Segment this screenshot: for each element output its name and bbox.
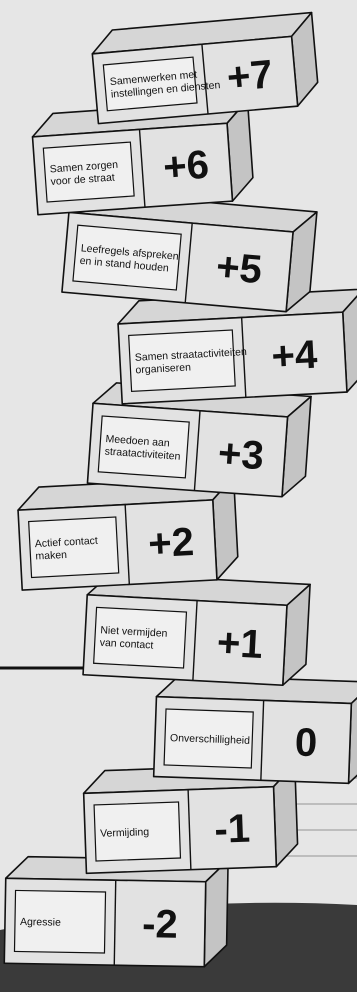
step-label-box [102, 56, 198, 112]
step-label-box [72, 224, 182, 291]
step-value: +5 [214, 244, 263, 292]
step-face-divider [193, 410, 201, 491]
step-label-box [93, 606, 188, 669]
step-value: +6 [162, 143, 211, 190]
step-value: 0 [294, 720, 318, 765]
step-label-line: Vermijding [100, 826, 150, 840]
step-face-divider [124, 504, 131, 585]
step-label-box [93, 801, 182, 862]
step-face-divider [187, 789, 192, 870]
step-value: -1 [214, 807, 251, 852]
step-label-line: Agressie [20, 916, 61, 929]
step-label-line: Onverschilligheid [170, 732, 250, 747]
step-label-line: van contact [99, 637, 153, 652]
step-value: +4 [270, 333, 319, 379]
step-face-divider [138, 129, 146, 208]
step-label-box [42, 141, 135, 203]
step-value: +1 [216, 621, 264, 667]
step-label-line: straatactiviteiten [104, 445, 181, 462]
step-value: +2 [147, 520, 195, 566]
step-value: +3 [217, 431, 266, 478]
step-label-line: Samen zorgen [49, 159, 118, 176]
step-label-line: voor de straat [50, 172, 115, 188]
step-label-line: organiseren [135, 361, 191, 376]
step-label-line: Samen straatactiviteiten [135, 346, 248, 364]
step-label-box [13, 889, 107, 954]
step-face-divider [240, 317, 247, 398]
step-label-line: Actief contact [35, 535, 99, 550]
step-label-box [163, 708, 254, 769]
step-face-divider [260, 700, 265, 781]
step-label-box [97, 415, 190, 479]
steps-group: Agressie -2 Vermijding -1 Onverschilligheid 0… [3, 11, 357, 968]
step-label-box [128, 329, 236, 392]
step-value: +7 [225, 52, 274, 100]
step-label-line: maken [35, 549, 67, 563]
step-block: Onverschilligheid 0 [152, 674, 357, 785]
step-face-divider [184, 223, 193, 303]
step-value: -2 [142, 902, 178, 947]
step-block: Vermijding -1 [82, 763, 299, 875]
step-face-divider [201, 44, 209, 115]
step-face-divider [192, 600, 198, 681]
step-label-line: Niet vermijden [100, 624, 168, 640]
step-face-divider [113, 880, 117, 966]
step-label-box [28, 516, 120, 579]
step-block: Agressie -2 [3, 855, 229, 968]
step-label-line: Meedoen aan [105, 433, 170, 449]
